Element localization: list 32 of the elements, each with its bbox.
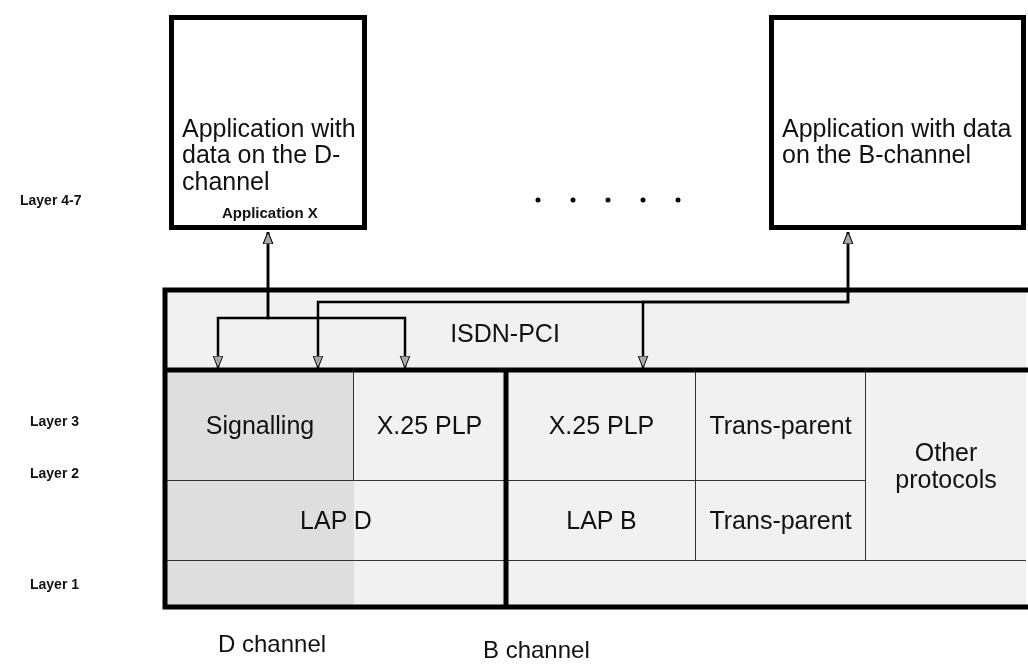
application-box [769,15,1026,230]
layer-label: Layer 4-7 [20,192,82,208]
protocol-cell [695,480,865,560]
empty-cell [166,560,505,606]
channel-label: B channel [483,636,590,664]
cell-label: Trans-parent [709,507,852,534]
arrow [637,231,854,369]
channel-label: D channel [218,630,327,658]
arrow [262,231,411,369]
cell-label: X.25 PLP [548,412,655,439]
cell-label: Signalling [205,412,315,439]
protocol-cell [166,480,505,560]
protocol-cell [353,370,505,480]
cell-label: ISDN-PCI [450,319,560,347]
cell-label: Other protocols [894,439,998,492]
layer-label: Layer 3 [30,413,80,429]
cell-label: X.25 PLP [376,412,483,439]
box-subtitle: Application X [222,203,318,221]
layer-label: Layer 1 [30,576,80,592]
cell-label: Trans-parent [709,412,852,439]
cell-label: LAP D [300,507,372,534]
empty-cell [507,560,1026,606]
protocol-cell [166,370,353,480]
cell-label: LAP B [566,507,637,534]
box-title: Application with data on the D-channel [182,115,357,194]
box-title: Application with data on the B-channel [782,115,1013,168]
protocol-cell [695,370,865,480]
application-box [169,15,367,230]
protocol-cell [507,370,695,480]
protocol-cell [507,480,695,560]
layer-label: Layer 2 [30,465,80,481]
protocol-cell [865,370,1026,560]
